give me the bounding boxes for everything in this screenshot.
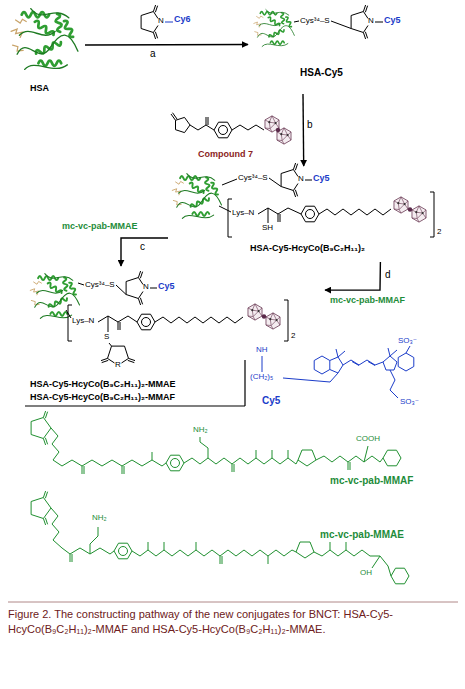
node-text: Lys–N [72, 317, 94, 325]
structure-label: Cy5 [262, 396, 280, 406]
cobalt-atom [276, 128, 280, 132]
node-text: Cys³⁴–S [238, 174, 268, 182]
intermediate-structure [172, 163, 434, 237]
structure-label: 2 [437, 228, 441, 236]
compound-node: Cys³⁴–S N Cy5HSA-Cy5 [248, 4, 420, 94]
structure-label: NH₂ [193, 426, 208, 434]
step-letter: d [385, 270, 391, 280]
structure-label: (CH₂)₅ [250, 373, 273, 381]
node-text: S [104, 333, 109, 341]
compound-node: HSA [5, 0, 85, 100]
structure-label: Cy6 [174, 15, 191, 24]
node-text: Cy5 [158, 282, 175, 291]
mmaf-structure [31, 411, 401, 474]
protein-ribbon [11, 9, 78, 70]
compound-node: Cys³⁴–SNCy5Lys–NSRHSA-Cy5-HcyCo(B₉C₂H₁₁)… [25, 266, 325, 408]
maleimide-reagent [141, 5, 173, 39]
reaction-arrow [121, 238, 168, 266]
node-text: Cys³⁴–S [300, 17, 330, 25]
structure-label: N [158, 17, 164, 25]
node-text: HSA-Cy5-HcyCo(B₉C₂H₁₁)₂ [250, 244, 365, 253]
node-text: HSA-Cy5-HcyCo(B₉C₂H₁₁)₂-MMAE [30, 380, 176, 389]
node-text: HSA-Cy5 [300, 68, 343, 78]
structure-label: SO₃⁻ [400, 398, 419, 406]
figure-caption: Figure 2. The constructing pathway of th… [8, 607, 458, 637]
hsa-cy5-structure [254, 5, 383, 46]
node-text: Cy5 [384, 16, 401, 25]
structure-label: 2 [291, 332, 295, 340]
node-text: Cy5 [313, 174, 330, 183]
node-text: SH [262, 224, 273, 232]
reaction-arrow [85, 44, 248, 46]
node-text: HSA [30, 84, 49, 93]
structure-label: OH [360, 569, 372, 577]
node-text: Compound 7 [198, 150, 253, 159]
reaction-arrow [302, 94, 304, 166]
final-conjugate-structure [25, 271, 288, 406]
mmae-structure [31, 491, 409, 584]
structure-label: mc-vc-pab-MMAF [330, 476, 413, 486]
structure-label: mc-vc-pab-MMAF [330, 296, 405, 305]
node-text: Cys³⁴–S [85, 281, 115, 289]
step-letter: b [307, 120, 313, 130]
structure-label: NH₂ [92, 514, 107, 522]
compound-node: Cys³⁴–S N Cy5Lys–N SH HSA-Cy5-HcyCo(B₉C₂H₁₁)… [168, 166, 463, 262]
node-text: HSA-Cy5-HcyCo(B₉C₂H₁₁)₂-MMAF [30, 393, 175, 402]
structure-label: mc-vc-pab-MMAE [62, 222, 138, 231]
node-text: Lys–N [232, 209, 254, 217]
reaction-arrow [325, 262, 380, 290]
node-text: R [115, 361, 121, 369]
structure-label: NH [256, 346, 268, 354]
structure-label: SO₃⁻ [398, 337, 417, 345]
node-text: N [143, 283, 149, 291]
compound-node: Compound 7 [168, 108, 295, 166]
caption-rule [8, 602, 458, 603]
node-text: N [368, 17, 374, 25]
cy5-structure [262, 346, 414, 398]
node-text: N [298, 175, 304, 183]
step-letter: a [150, 49, 156, 59]
structure-label: COOH [356, 435, 380, 443]
compound-7-structure [171, 113, 264, 138]
step-letter: c [140, 242, 145, 252]
structure-label: mc-vc-pab-MMAE [320, 530, 404, 540]
